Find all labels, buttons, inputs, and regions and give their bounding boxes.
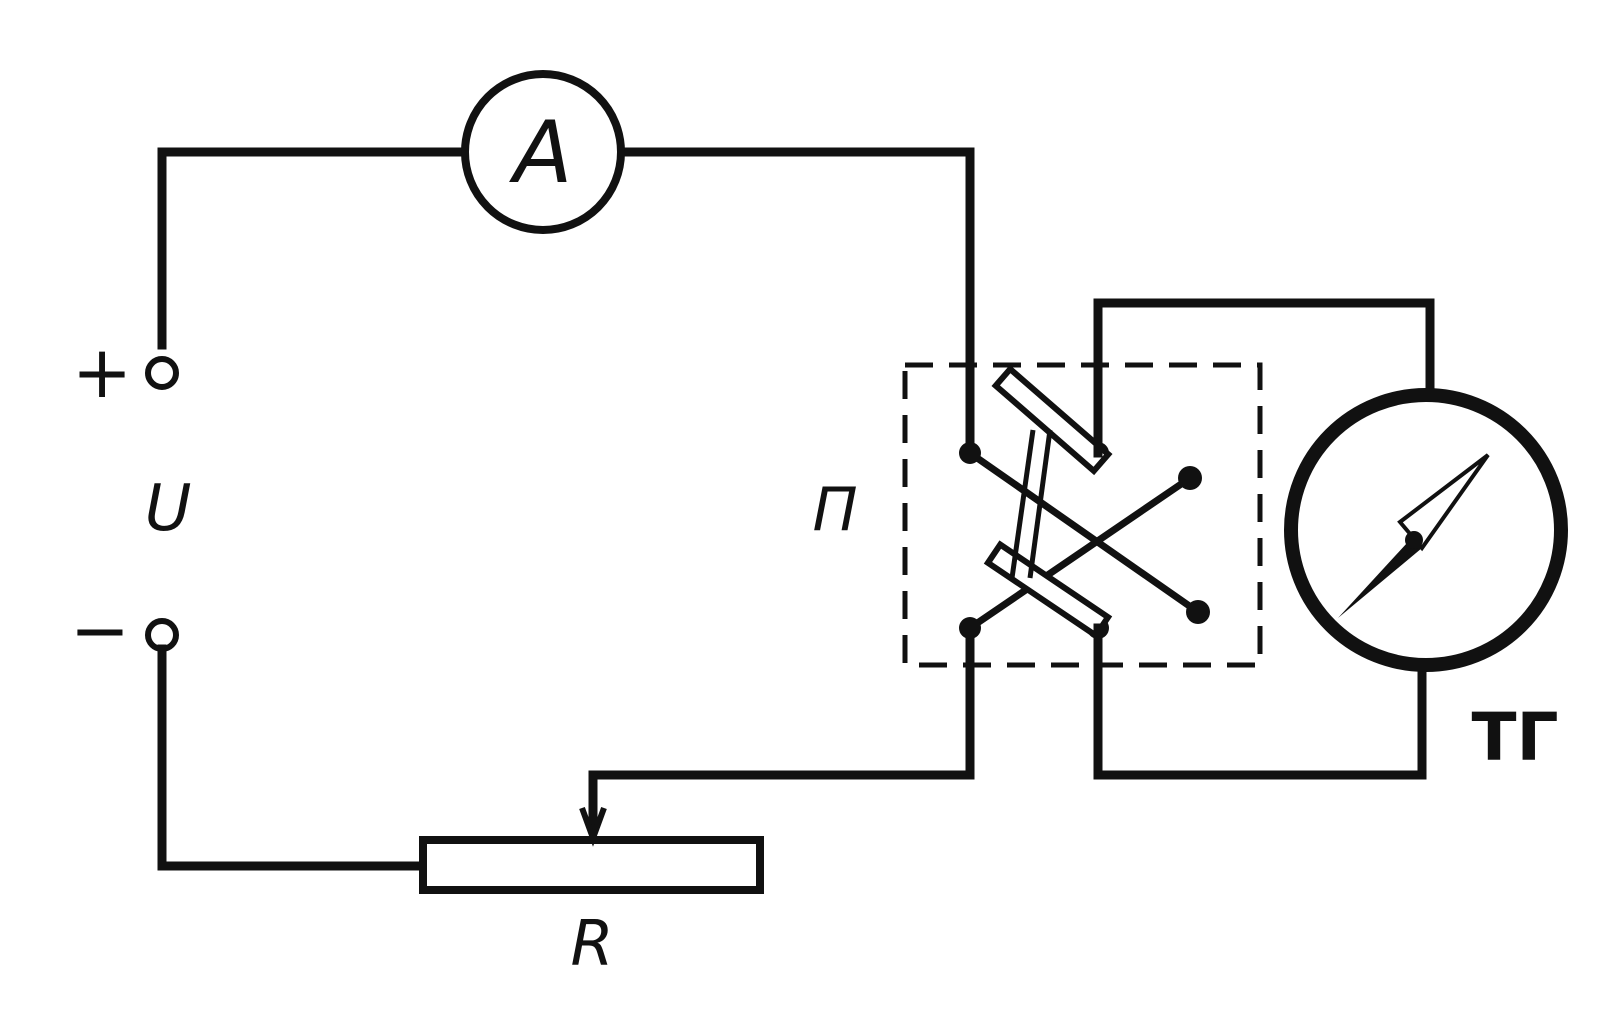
rheostat-slider-wire	[588, 623, 975, 835]
wire-top-left	[157, 147, 470, 350]
switch-contact-bottom-left	[959, 617, 981, 639]
ammeter-circle	[461, 70, 625, 234]
wire-galvanometer-top	[1093, 298, 1435, 458]
wire-galvanometer-bottom	[1093, 623, 1427, 780]
rheostat-body	[419, 836, 764, 894]
switch-contact-top-left	[959, 442, 981, 464]
plus-terminal	[145, 356, 179, 390]
ammeter-label: A	[509, 103, 573, 203]
rheostat-slider-arrow	[579, 806, 607, 847]
switch-contact-right-lower	[1186, 600, 1210, 624]
rheostat-label: R	[570, 907, 613, 980]
ammeter: A	[461, 70, 625, 234]
galvanometer-label: ТГ	[1471, 699, 1558, 776]
switch-blade-bottom	[983, 540, 1113, 640]
switch-link-bar-2	[1027, 429, 1053, 579]
wire-bottom-left	[157, 644, 428, 871]
tangent-galvanometer: ТГ	[1284, 388, 1568, 776]
switch-dashed-box	[902, 362, 1263, 668]
compass-pivot	[1405, 531, 1423, 549]
minus-label: −	[70, 588, 130, 672]
switch-cross-wire-2	[966, 474, 1194, 632]
switch-contact-right-upper	[1178, 466, 1202, 490]
voltage-label: U	[145, 472, 192, 546]
plus-label: +	[72, 330, 132, 414]
wire-top-right	[617, 147, 975, 458]
switch-cross-wire-1	[966, 449, 1202, 616]
switch-blade-top	[991, 364, 1113, 476]
reversing-switch: П	[812, 362, 1263, 668]
switch-link-bar-1	[1009, 429, 1036, 579]
rheostat: R	[419, 623, 975, 980]
switch-label: П	[812, 475, 857, 545]
